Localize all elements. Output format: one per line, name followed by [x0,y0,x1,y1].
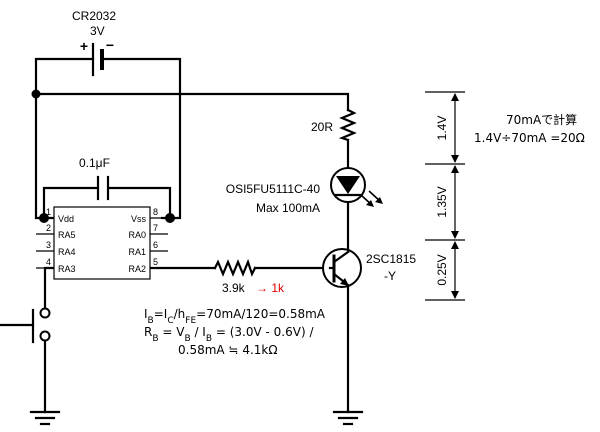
pin-name: Vss [131,214,147,224]
battery-minus-sign: − [106,37,114,53]
transistor-suffix: -Y [384,269,396,283]
base-calc-note: IB=IC/hFE=70mA/120=0.58mA RB = VB / IB =… [144,307,326,357]
led: OSI5FU5111C-40 Max 100mA [226,167,383,215]
mcu-chip: 1 Vdd 2 RA5 3 RA4 4 RA3 8 Vss 7 RA0 6 RA… [36,206,168,280]
pin-number: 1 [46,207,51,217]
pin-number: 8 [153,207,158,217]
resistor-20r: 20R [311,108,357,142]
wire-supply-rail [34,92,350,112]
drop-label-bottom: 0.25V [435,254,449,285]
pin-number: 6 [153,240,158,250]
pin-number: 3 [46,240,51,250]
pin-number: 4 [46,257,51,267]
base-resistor-change: → 1k [256,281,285,295]
pin-name: RA3 [58,264,76,274]
led-ray-1-head [366,200,374,207]
push-switch[interactable] [0,307,51,344]
battery-plus-sign: + [80,38,88,54]
battery-name: CR2032 [72,9,116,23]
note-line-1: 70mAで計算 [506,112,577,127]
pin-number: 2 [46,223,51,233]
dim-arrow [451,93,459,101]
pin-number: 7 [153,223,158,233]
transistor-emitter-arrow [340,278,349,286]
calc-line-3: 0.58mA ≒ 4.1kΩ [178,343,278,357]
calc-line-2: RB = VB / IB = (3.0V - 0.6V) / [144,325,314,344]
pin-name: RA1 [128,247,146,257]
transistor-part: 2SC1815 [366,252,416,266]
transistor-collector-lead [332,250,350,264]
dim-arrow [451,155,459,163]
voltage-dimension: 1.4V 1.35V 0.25V [425,91,465,301]
base-resistor-zigzag [213,258,257,277]
base-resistor: 3.9k → 1k [213,258,285,295]
resistor-zigzag [338,108,357,142]
pin-name: RA0 [128,230,146,240]
dim-arrow [451,291,459,299]
note-line-2: 1.4V÷70mA =20Ω [474,131,585,145]
calc-line-1: IB=IC/hFE=70mA/120=0.58mA [144,307,326,326]
drop-label-top: 1.4V [435,116,449,141]
junction-dot-supply [31,89,41,99]
led-part: OSI5FU5111C-40 [226,182,321,196]
led-triangle [336,176,360,194]
transistor: 2SC1815 -Y [322,248,416,288]
pin-name: Vdd [58,214,74,224]
resistor-calc-note: 70mAで計算 1.4V÷70mA =20Ω [474,112,585,145]
resistor-top-label: 20R [311,120,333,134]
capacitor: 0.1μF [79,156,110,201]
led-ray-2-head [375,197,383,204]
pin-name: RA2 [128,264,146,274]
battery: CR2032 3V + − [72,9,116,77]
drop-label-middle: 1.35V [435,186,449,217]
dim-arrow [451,241,459,249]
wire-battery-plus [34,57,95,96]
wire-cap-left [42,186,99,220]
ground-symbol [29,410,61,426]
led-rating: Max 100mA [256,201,320,215]
switch-contact-top [39,307,51,319]
dim-arrow [451,231,459,239]
pin-number: 5 [153,257,158,267]
mcu-body [53,206,151,280]
switch-contact-bottom [39,330,51,342]
base-resistor-value: 3.9k [222,281,246,295]
dim-arrow [451,165,459,173]
pin-name: RA4 [58,247,76,257]
battery-voltage: 3V [90,24,105,38]
pin-name: RA5 [58,230,76,240]
capacitor-value: 0.1μF [79,156,110,170]
wire-cap-right [107,186,172,220]
wire-ra3 [43,266,56,310]
ground-symbol [332,410,364,426]
wire-battery-minus [100,57,182,220]
junction-dot-pin8 [165,213,175,223]
